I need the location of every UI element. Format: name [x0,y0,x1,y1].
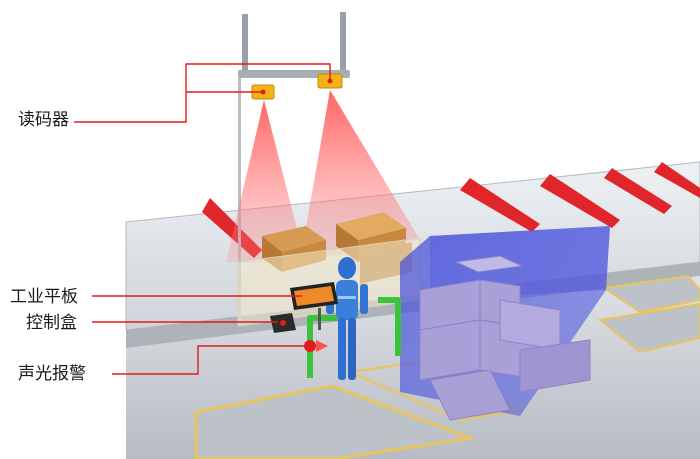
floor-pad [194,384,476,459]
floor-pad [601,274,700,314]
callout-lines [74,63,331,375]
control-box-icon [270,313,296,333]
callout-industrial-tablet: 工业平板 [10,287,78,307]
callout-sound-light-alarm: 声光报警 [18,364,86,384]
pallet-cartons [419,255,591,421]
laser-cone-left [226,100,306,264]
green-gate [307,297,401,378]
floor-pad [597,302,700,354]
tablet-icon [290,282,338,330]
callout-barcode-reader: 读码器 [18,110,69,130]
callout-control-box: 控制盒 [26,313,77,333]
barcode-reader-icon [251,73,343,100]
